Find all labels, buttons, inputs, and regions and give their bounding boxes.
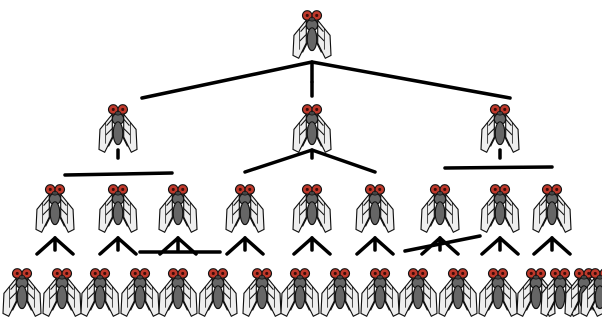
edge-l1-bar-1 <box>63 171 174 177</box>
connector-lines <box>35 60 572 256</box>
fly-icon-level3-5 <box>158 268 198 317</box>
edge-l2-left-8 <box>480 236 502 256</box>
edge-root-right <box>310 60 512 100</box>
fly-icon-level3-9 <box>320 268 360 317</box>
fly-icon-level2-6 <box>355 184 395 233</box>
fly-icon-level3-4 <box>120 268 160 317</box>
fly-icon-level2-8 <box>480 184 520 233</box>
edge-l2-left-9 <box>532 236 554 256</box>
fly-nodes <box>2 10 602 317</box>
edge-l2-left-2 <box>98 236 120 256</box>
edge-l2-right-7 <box>438 236 460 256</box>
edge-l2-right-5 <box>310 236 332 256</box>
fly-icon-level3-6 <box>198 268 238 317</box>
edge-l2-right-2 <box>116 236 138 256</box>
edge-l2-right-8 <box>498 236 520 256</box>
fly-icon-level1-3 <box>480 104 520 153</box>
fly-icon-level3-8 <box>280 268 320 317</box>
edge-l1-left-2 <box>243 148 314 174</box>
edge-l2-right-9 <box>550 236 572 256</box>
edge-l2-left-4 <box>225 236 247 256</box>
edge-l2-right-1 <box>53 236 75 256</box>
fly-icon-level3-10 <box>360 268 400 317</box>
edge-l2-right-6 <box>373 236 395 256</box>
fly-icon-level3-1 <box>2 268 42 317</box>
fly-icon-level2-1 <box>35 184 75 233</box>
edge-l2-left-6 <box>355 236 377 256</box>
edge-l2-right-4 <box>243 236 265 256</box>
fly-icon-level2-5 <box>292 184 332 233</box>
edge-root-left <box>140 60 314 100</box>
edge-l1-bar-3 <box>443 165 554 170</box>
fly-icon-level3-7 <box>242 268 282 317</box>
fly-icon-level3-13 <box>478 268 518 317</box>
edge-l1-right-2 <box>310 148 377 174</box>
fly-icon-level3-12 <box>438 268 478 317</box>
fly-icon-level2-9 <box>532 184 572 233</box>
fly-icon-level3-3 <box>80 268 120 317</box>
fly-icon-level1-2 <box>292 104 332 153</box>
fly-icon-level3-11 <box>398 268 438 317</box>
fly-icon-root <box>292 10 332 59</box>
fly-icon-level1-1 <box>98 104 138 153</box>
edge-l2-left-5 <box>292 236 314 256</box>
fly-icon-level2-4 <box>225 184 265 233</box>
edge-l2-bar-b <box>403 234 482 253</box>
edge-l2-left-1 <box>35 236 57 256</box>
fly-icon-level3-2 <box>42 268 82 317</box>
fly-icon-level2-2 <box>98 184 138 233</box>
fly-icon-level2-7 <box>420 184 460 233</box>
fly-icon-level2-3 <box>158 184 198 233</box>
